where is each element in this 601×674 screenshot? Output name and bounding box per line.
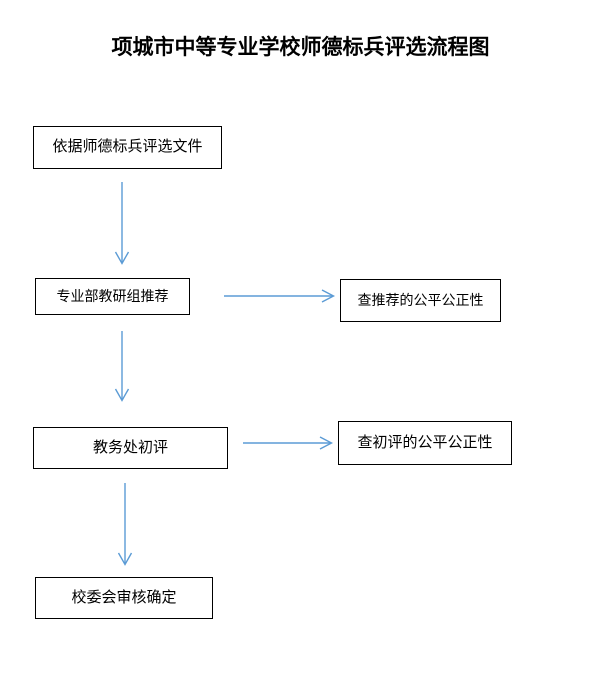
flowchart-node-source-document[interactable]: 依据师德标兵评选文件 (33, 126, 222, 169)
flowchart-node-check-recommendation-fairness[interactable]: 查推荐的公平公正性 (340, 279, 501, 322)
flowchart-node-academic-affairs-review[interactable]: 教务处初评 (33, 427, 228, 469)
page-title: 项城市中等专业学校师德标兵评选流程图 (111, 35, 490, 59)
flowchart-node-check-review-fairness[interactable]: 查初评的公平公正性 (338, 421, 512, 465)
edge-n2-to-n4 (114, 331, 130, 402)
flowchart-node-school-committee-confirm[interactable]: 校委会审核确定 (35, 577, 213, 619)
edge-n4-to-n6 (117, 483, 133, 566)
edge-n1-to-n2 (114, 182, 130, 265)
edge-n2-to-n3 (224, 289, 336, 303)
flowchart-node-department-recommendation[interactable]: 专业部教研组推荐 (35, 278, 190, 315)
edge-n4-to-n5 (243, 436, 334, 450)
